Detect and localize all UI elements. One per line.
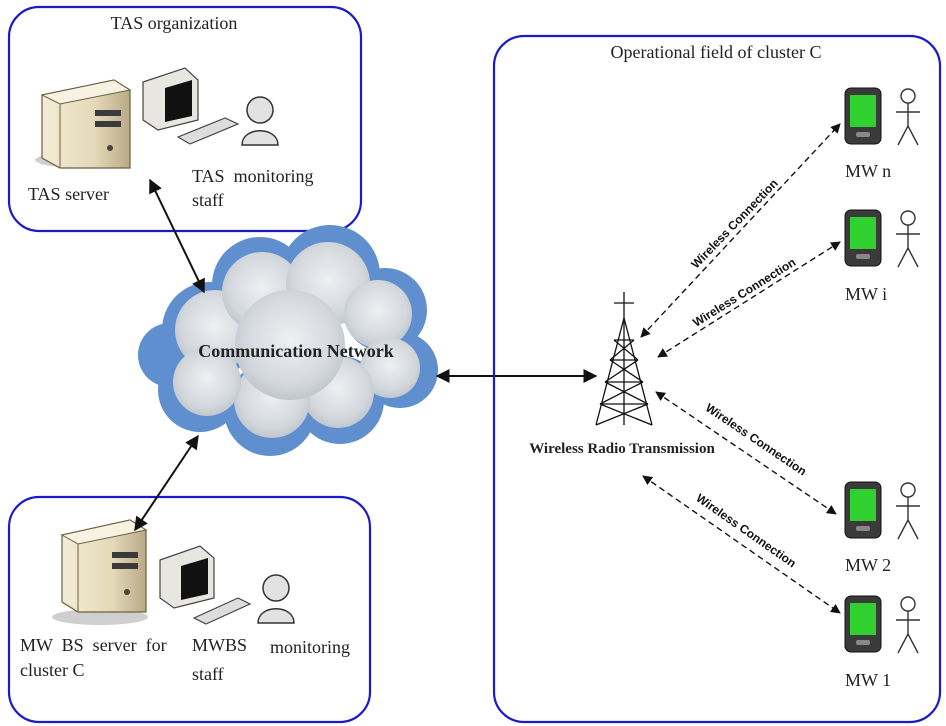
communication-network-cloud: Communication Network [138, 225, 438, 456]
mwbs-monitoring-label: monitoring [270, 637, 350, 657]
mwbs-monitor-icon [159, 545, 252, 625]
tas-monitor-icon [142, 67, 240, 145]
tas-staff-label-line2: staff [192, 190, 224, 210]
tas-organization-region: TAS organization TAS server TAS monitori… [7, 5, 363, 233]
mwbs-staff-label-line2: staff [192, 664, 224, 684]
tas-staff-label-line1: TAS monitoring [192, 166, 314, 186]
mw-label: MW 1 [845, 670, 891, 690]
network-links [134, 178, 598, 532]
pda-device-icon [844, 87, 882, 145]
mwbs-server-label-line1: MW BS server for [20, 635, 167, 655]
operational-field-region: Operational field of cluster C Wireless … [492, 34, 942, 724]
mobile-worker-mw-2: MW 2 [844, 481, 920, 575]
wireless-connection-label-n: Wireless Connection [688, 176, 780, 271]
stick-figure-icon [896, 482, 920, 540]
wireless-link-mw-n [640, 123, 841, 338]
operational-field-title: Operational field of cluster C [611, 42, 822, 62]
wireless-connection-label-1: Wireless Connection [694, 491, 799, 570]
radio-tower-icon [595, 292, 653, 426]
mobile-worker-mw-n: MW n [844, 87, 920, 181]
mwbs-server-icon [52, 519, 148, 625]
wireless-connection-label-i: Wireless Connection [690, 255, 798, 330]
stick-figure-icon [896, 210, 920, 268]
mw-label: MW n [845, 161, 891, 181]
tas-user-icon [241, 96, 279, 146]
mw-label: MW i [845, 284, 887, 304]
wireless-connection-label-2: Wireless Connection [703, 401, 809, 479]
mw-label: MW 2 [845, 555, 891, 575]
pda-device-icon [844, 481, 882, 539]
tas-server-label: TAS server [28, 184, 109, 204]
mwbs-staff-label-line1: MWBS [192, 635, 247, 655]
wireless-link-mw-1 [642, 475, 841, 614]
radio-tower-label: Wireless Radio Transmission [529, 441, 715, 457]
wireless-connection-labels: Wireless Connection Wireless Connection … [688, 176, 809, 570]
mwbs-server-label-line2: cluster C [20, 660, 85, 680]
communication-network-label: Communication Network [198, 341, 394, 361]
wireless-link-mw-i [657, 241, 841, 358]
mobile-worker-mw-i: MW i [844, 209, 920, 304]
stick-figure-icon [896, 88, 920, 146]
tas-server-icon [35, 79, 132, 169]
pda-device-icon [844, 595, 882, 653]
pda-device-icon [844, 209, 882, 267]
mwbs-network-link [134, 434, 199, 532]
mwbs-region: MW BS server for cluster C MWBS staff mo… [7, 495, 372, 724]
mwbs-user-icon [257, 574, 295, 624]
mobile-worker-mw-1: MW 1 [844, 595, 920, 690]
stick-figure-icon [896, 596, 920, 654]
wireless-links [640, 123, 841, 614]
tas-organization-title: TAS organization [111, 13, 238, 33]
tas-network-link [149, 178, 205, 294]
